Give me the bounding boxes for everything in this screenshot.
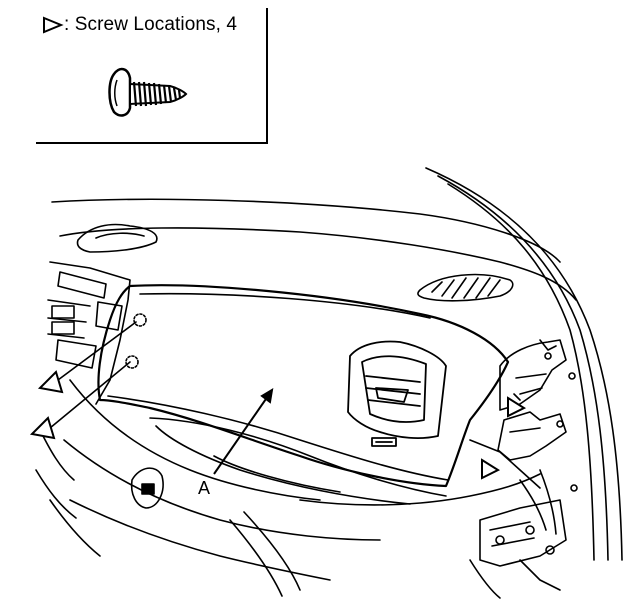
glove-box-upper-edge [149, 417, 447, 497]
screw-marker-left-upper [37, 370, 64, 394]
legend-header: : Screw Locations, 4 [42, 14, 237, 36]
right-side-bracket [469, 339, 578, 535]
screw-marker-right-lower [481, 458, 501, 480]
screw-marker-left-lower [29, 416, 56, 440]
legend-label: : Screw Locations, 4 [64, 14, 238, 35]
screw-icon [108, 67, 188, 117]
triangle-marker-icon [43, 16, 64, 34]
knee-bolster [69, 379, 321, 501]
callout-a-label: A [198, 478, 211, 498]
defroster-vent [76, 223, 158, 253]
screw-hole-left-lower [125, 355, 139, 369]
center-air-vent [347, 340, 447, 447]
right-lower-mechanism [469, 499, 567, 599]
legend-box: : Screw Locations, 4 [36, 8, 268, 144]
screw-marker-right-upper [507, 396, 527, 418]
a-pillar-inner [437, 175, 609, 561]
side-defrost-vent [417, 273, 514, 302]
center-console-radio [47, 261, 131, 405]
dash-top [51, 198, 561, 263]
a-pillar-trim [447, 183, 595, 561]
screw-hole-left-upper [133, 313, 147, 327]
dash-top-front [59, 227, 577, 301]
trim-panel-a [97, 284, 510, 488]
foot-well-light [130, 467, 164, 509]
windshield-edge [425, 167, 623, 561]
callout-a-leader [213, 388, 274, 475]
